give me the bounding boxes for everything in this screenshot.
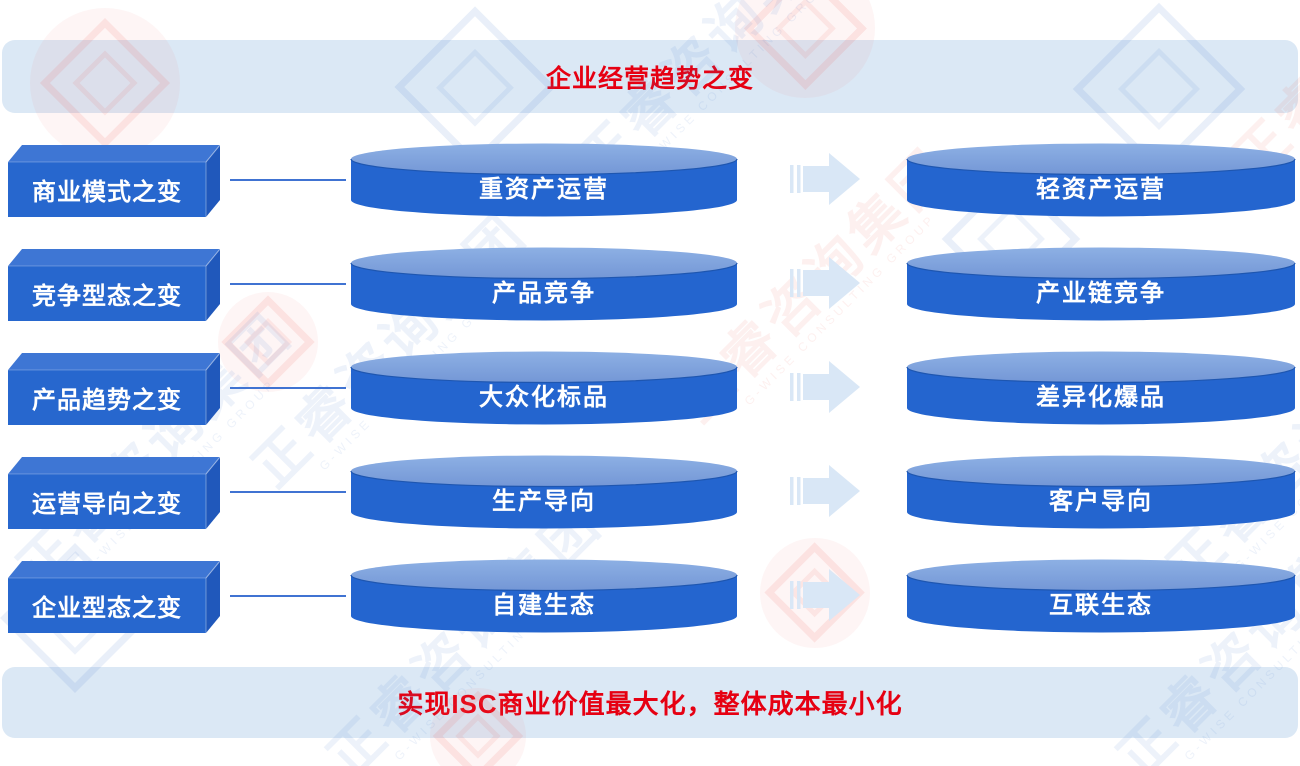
trend-row: 商业模式之变 重资产运营 轻资产运营 [0, 143, 1300, 227]
connector-line [230, 283, 346, 285]
change-category-box: 企业型态之变 [6, 559, 222, 635]
connector-line [230, 595, 346, 597]
change-category-label: 产品趋势之变 [32, 387, 182, 414]
state-to-cylinder: 轻资产运营 [906, 143, 1296, 221]
state-from-label: 产品竞争 [492, 279, 596, 307]
state-to-label: 轻资产运营 [1036, 175, 1166, 203]
footer-text: 实现ISC商业价值最大化，整体成本最小化 [397, 689, 903, 719]
change-category-box: 运营导向之变 [6, 455, 222, 531]
right-arrow-icon [790, 569, 862, 621]
change-category-label: 运营导向之变 [32, 491, 182, 518]
trend-row: 企业型态之变 自建生态 互联生态 [0, 559, 1300, 643]
right-arrow-icon [790, 361, 862, 413]
trend-row: 产品趋势之变 大众化标品 差异化爆品 [0, 351, 1300, 435]
right-arrow-icon [790, 257, 862, 309]
state-to-cylinder: 互联生态 [906, 559, 1296, 637]
state-from-cylinder: 生产导向 [350, 455, 738, 533]
connector-line [230, 179, 346, 181]
connector-line [230, 491, 346, 493]
change-category-box: 竞争型态之变 [6, 247, 222, 323]
state-from-label: 重资产运营 [479, 175, 609, 203]
state-to-cylinder: 差异化爆品 [906, 351, 1296, 429]
state-from-cylinder: 大众化标品 [350, 351, 738, 429]
state-from-cylinder: 产品竞争 [350, 247, 738, 325]
change-category-label: 商业模式之变 [32, 179, 182, 206]
state-to-cylinder: 客户导向 [906, 455, 1296, 533]
change-category-label: 企业型态之变 [32, 595, 182, 622]
state-from-cylinder: 重资产运营 [350, 143, 738, 221]
right-arrow-icon [790, 153, 862, 205]
title-banner: 企业经营趋势之变 [2, 40, 1298, 113]
footer-banner: 实现ISC商业价值最大化，整体成本最小化 [2, 667, 1298, 738]
right-arrow-icon [790, 465, 862, 517]
state-from-cylinder: 自建生态 [350, 559, 738, 637]
connector-line [230, 387, 346, 389]
trend-row: 运营导向之变 生产导向 客户导向 [0, 455, 1300, 539]
state-from-label: 自建生态 [492, 591, 596, 619]
state-from-label: 生产导向 [492, 487, 596, 515]
state-to-label: 客户导向 [1049, 487, 1153, 515]
change-category-label: 竞争型态之变 [32, 283, 182, 310]
state-from-label: 大众化标品 [479, 383, 609, 411]
trend-row: 竞争型态之变 产品竞争 产业链竞争 [0, 247, 1300, 331]
page-title: 企业经营趋势之变 [545, 64, 754, 93]
state-to-label: 差异化爆品 [1036, 383, 1166, 411]
state-to-cylinder: 产业链竞争 [906, 247, 1296, 325]
state-to-label: 互联生态 [1049, 591, 1153, 619]
change-category-box: 产品趋势之变 [6, 351, 222, 427]
state-to-label: 产业链竞争 [1036, 279, 1166, 307]
change-category-box: 商业模式之变 [6, 143, 222, 219]
